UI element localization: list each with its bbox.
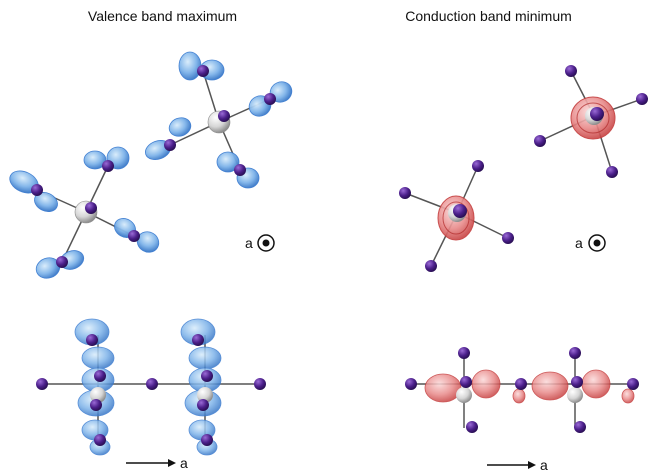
axis-label-a: a bbox=[245, 235, 253, 251]
axis-label-a: a bbox=[540, 457, 548, 473]
vbm-side-view bbox=[36, 318, 266, 467]
axis-label-a: a bbox=[575, 235, 583, 251]
axis-out-of-plane-icon bbox=[257, 234, 275, 252]
title-valence-band-maximum: Valence band maximum bbox=[87, 8, 238, 24]
cbm-side-view bbox=[405, 347, 639, 469]
vbm-top-view bbox=[9, 51, 293, 279]
axis-out-of-plane-icon bbox=[588, 234, 606, 252]
axis-label-a: a bbox=[180, 455, 188, 471]
cbm-top-view bbox=[399, 65, 648, 272]
title-conduction-band-minimum: Conduction band minimum bbox=[405, 8, 572, 24]
